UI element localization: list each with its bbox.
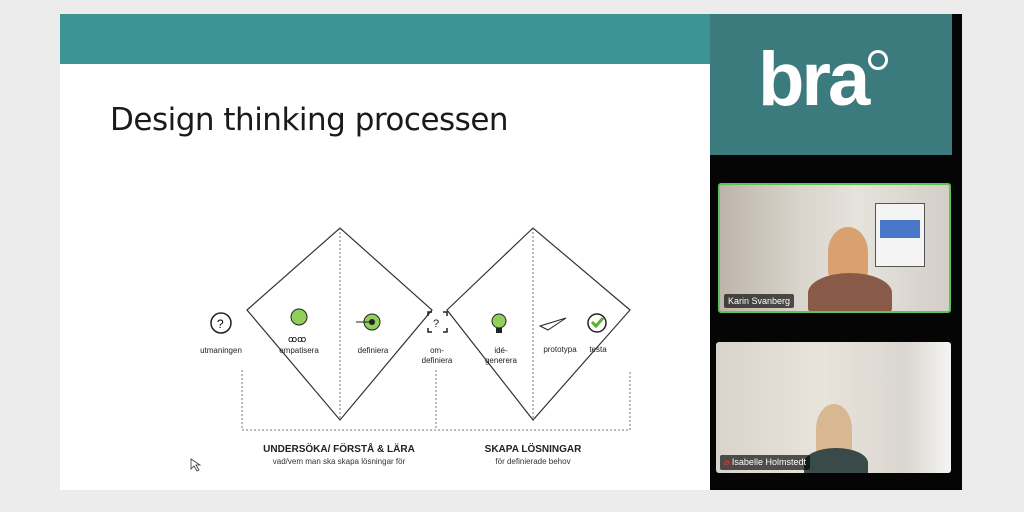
phase-heading: UNDERSÖKA/ FÖRSTÅ & LÄRA xyxy=(263,444,415,455)
paper-plane-icon xyxy=(538,317,567,331)
svg-text:?: ? xyxy=(433,318,439,330)
question-frame-icon: ? xyxy=(427,311,448,333)
video-tile-karin[interactable]: Karin Svanberg xyxy=(718,183,951,313)
phase-subtitle: för definierade behov xyxy=(495,457,571,466)
video-tile-isabelle[interactable]: ⌀ Isabelle Holmstedt xyxy=(716,342,951,473)
question-cloud-icon: ? xyxy=(210,312,232,334)
logo-text: bra xyxy=(758,37,870,122)
bra-logo: bra xyxy=(710,14,952,155)
participant-video xyxy=(816,404,852,454)
step-label: utmaningen xyxy=(200,346,242,355)
shared-slide: Design thinking processen xyxy=(60,14,710,490)
participant-name-tag: ⌀ Isabelle Holmstedt xyxy=(720,455,810,470)
poster-icon xyxy=(875,203,925,267)
slide-title: Design thinking processen xyxy=(110,102,509,138)
participant-name: Isabelle Holmstedt xyxy=(731,457,806,467)
step-label: definiera xyxy=(357,346,389,355)
target-icon xyxy=(356,313,381,331)
svg-text:?: ? xyxy=(217,317,224,331)
slide-header-band xyxy=(60,14,710,64)
participants-panel: bra Karin Svanberg ⌀ Isabelle Holmstedt xyxy=(710,14,962,490)
step-label: prototypa xyxy=(543,345,577,354)
participant-body xyxy=(804,448,868,473)
mouse-cursor-icon xyxy=(190,458,202,472)
logo-ring-icon xyxy=(868,50,888,70)
step-label: testa xyxy=(589,345,607,354)
svg-text:ꝏꝏ: ꝏꝏ xyxy=(288,334,306,344)
phase-subtitle: vad/vem man ska skapa lösningar för xyxy=(272,457,406,466)
step-label: idé- generera xyxy=(484,346,518,365)
phase-bracket xyxy=(241,370,631,431)
lightbulb-icon xyxy=(491,313,507,333)
participant-body xyxy=(808,273,892,311)
checkmark-icon xyxy=(587,313,607,333)
diamond-solutions xyxy=(446,227,631,421)
muted-mic-icon: ⌀ xyxy=(724,457,732,467)
step-label: empatisera xyxy=(279,346,319,355)
step-label: om- definiera xyxy=(421,346,453,365)
participant-name: Karin Svanberg xyxy=(724,294,795,308)
participant-video xyxy=(828,227,868,277)
people-icon: ꝏꝏ xyxy=(288,308,308,344)
phase-heading: SKAPA LÖSNINGAR xyxy=(484,444,582,455)
diamond-research xyxy=(246,227,433,421)
